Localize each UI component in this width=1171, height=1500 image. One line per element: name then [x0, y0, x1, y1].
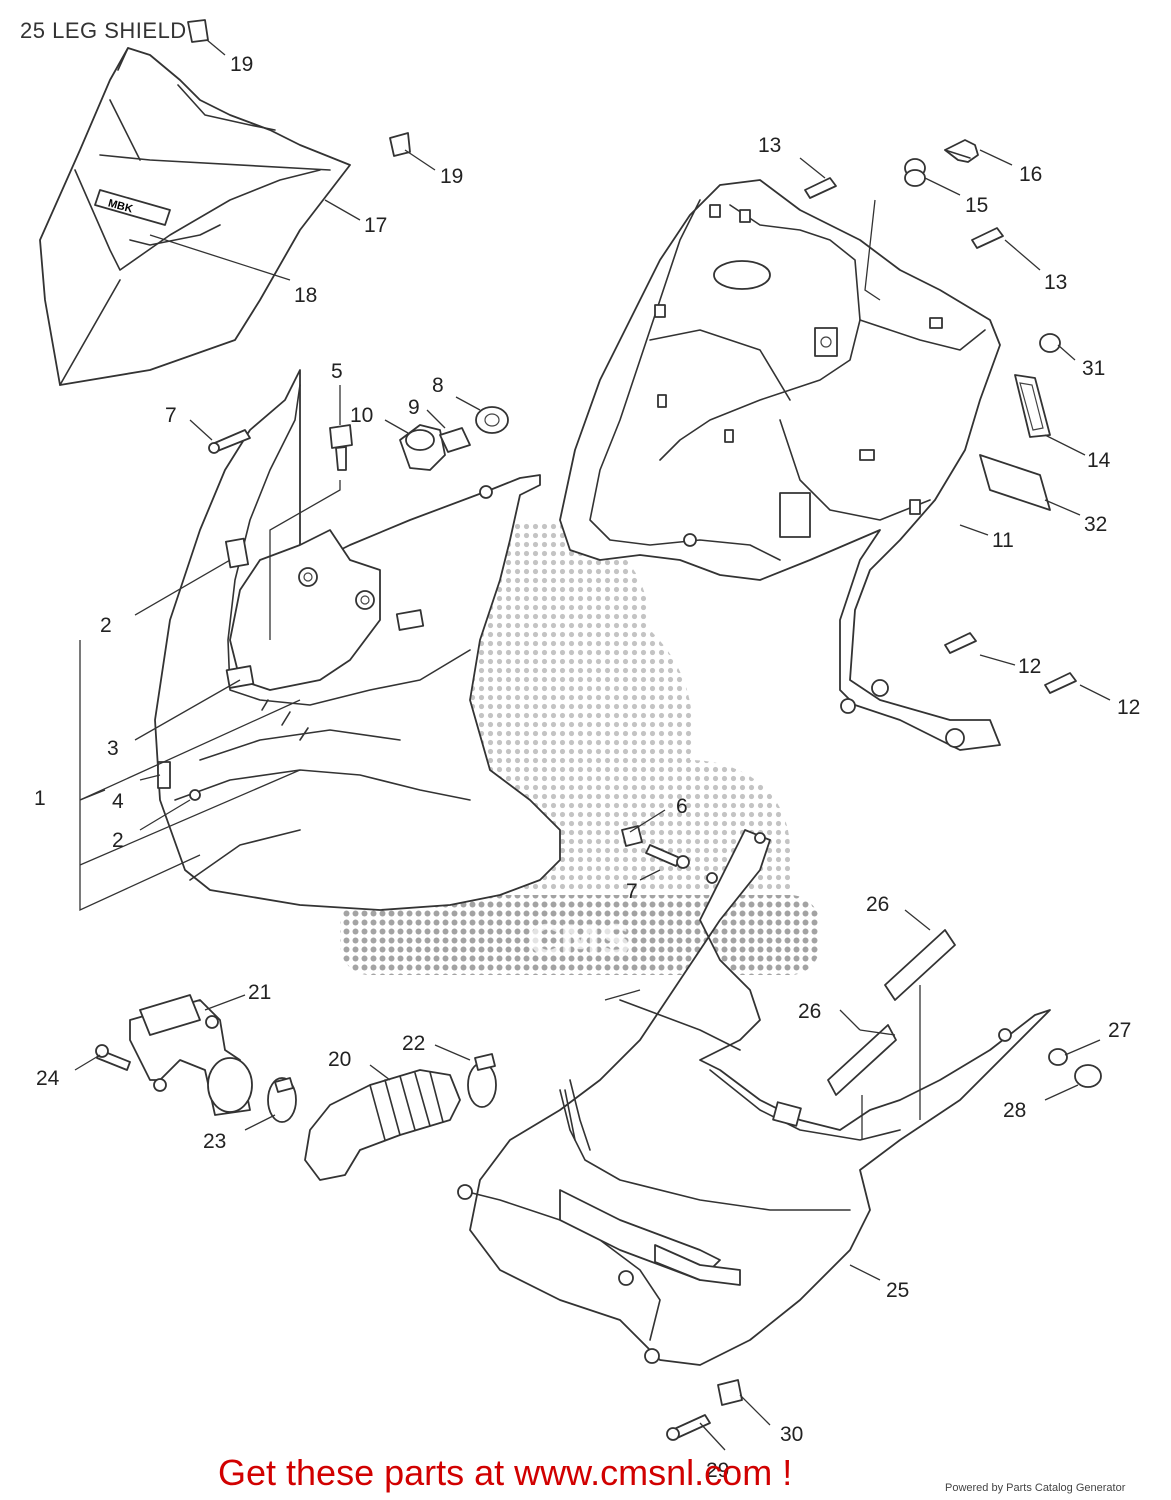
callout-26-upper: 26 [866, 893, 889, 916]
screw-13-b [971, 227, 1004, 249]
callout-8: 8 [432, 374, 444, 397]
clamp-22 [467, 1053, 497, 1108]
callout-18: 18 [294, 284, 317, 307]
callout-27: 27 [1108, 1019, 1131, 1042]
leg-shield-front-1 [154, 369, 561, 911]
callout-4: 4 [112, 790, 124, 813]
front-panel-17 [39, 47, 351, 386]
powered-by-text: Powered by Parts Catalog Generator [945, 1482, 1126, 1494]
callout-32: 32 [1084, 513, 1107, 536]
label-14 [1014, 374, 1051, 438]
nut-30 [717, 1379, 743, 1406]
callout-28: 28 [1003, 1099, 1026, 1122]
screw-12-a [944, 632, 977, 654]
callout-15: 15 [965, 194, 988, 217]
intake-duct-20 [304, 1069, 461, 1181]
screw-12-b [1044, 672, 1077, 694]
callout-2-lower: 2 [112, 829, 124, 852]
plug-31 [1039, 333, 1061, 353]
callout-16: 16 [1019, 163, 1042, 186]
callout-13-lower: 13 [1044, 271, 1067, 294]
grommet-10 [399, 424, 446, 471]
screw-13-a [804, 177, 837, 199]
joint-21 [129, 994, 253, 1116]
callout-12-upper: 12 [1018, 655, 1041, 678]
callout-21: 21 [248, 981, 271, 1004]
watermark-text: CMS [529, 916, 632, 965]
collar-15 [904, 158, 926, 187]
callout-5: 5 [331, 360, 343, 383]
callout-10: 10 [350, 404, 373, 427]
callout-7-upper: 7 [165, 404, 177, 427]
callout-24: 24 [36, 1067, 60, 1090]
label-32 [979, 454, 1051, 511]
callout-23: 23 [203, 1130, 226, 1153]
screw-16 [944, 139, 979, 163]
callout-22: 22 [402, 1032, 425, 1055]
callout-7-lower: 7 [626, 880, 638, 903]
callout-14: 14 [1087, 449, 1111, 472]
bolt-5 [329, 424, 353, 471]
screw-7-a [208, 429, 251, 454]
reflector-26-a [884, 929, 956, 1001]
clamp-23 [267, 1077, 297, 1123]
callout-29: 29 [706, 1459, 729, 1482]
callout-2-upper: 2 [100, 614, 112, 637]
callout-26-lower: 26 [798, 1000, 821, 1023]
nut-27 [1048, 1048, 1068, 1066]
callout-20: 20 [328, 1048, 351, 1071]
clip-nut-19 [389, 132, 411, 157]
callout-25: 25 [886, 1279, 909, 1302]
callout-30: 30 [780, 1423, 803, 1446]
screw-24 [95, 1044, 131, 1071]
callout-19-upper: 19 [230, 53, 253, 76]
callout-6: 6 [676, 795, 688, 818]
collar-28 [1074, 1064, 1102, 1088]
callout-3: 3 [107, 737, 119, 760]
callout-labels: 1 2 2 3 4 5 6 7 7 8 9 10 11 12 12 13 13 … [34, 53, 1140, 1482]
collar-9 [439, 427, 471, 453]
reflector-26-b [827, 1024, 897, 1096]
callout-12-lower: 12 [1117, 696, 1140, 719]
callout-1: 1 [34, 787, 46, 810]
page-title: 25 LEG SHIELD [20, 18, 187, 43]
clip-nut-19-top [187, 19, 209, 43]
damper-8 [475, 406, 509, 434]
screw-29 [666, 1414, 711, 1441]
callout-13-upper: 13 [758, 134, 781, 157]
callout-11: 11 [992, 529, 1014, 552]
lower-cover-25 [457, 829, 1051, 1366]
callout-9: 9 [408, 396, 420, 419]
emblem-18: MBK [94, 189, 171, 226]
inner-leg-shield-11 [559, 179, 1001, 751]
screw-7-b [645, 844, 690, 869]
leader-lines [74, 39, 1111, 1451]
callout-17: 17 [364, 214, 387, 237]
nut-6 [621, 825, 643, 847]
cta-link[interactable]: Get these parts at www.cmsnl.com ! [218, 1452, 793, 1493]
callout-19-lower: 19 [440, 165, 463, 188]
callout-31: 31 [1082, 357, 1105, 380]
